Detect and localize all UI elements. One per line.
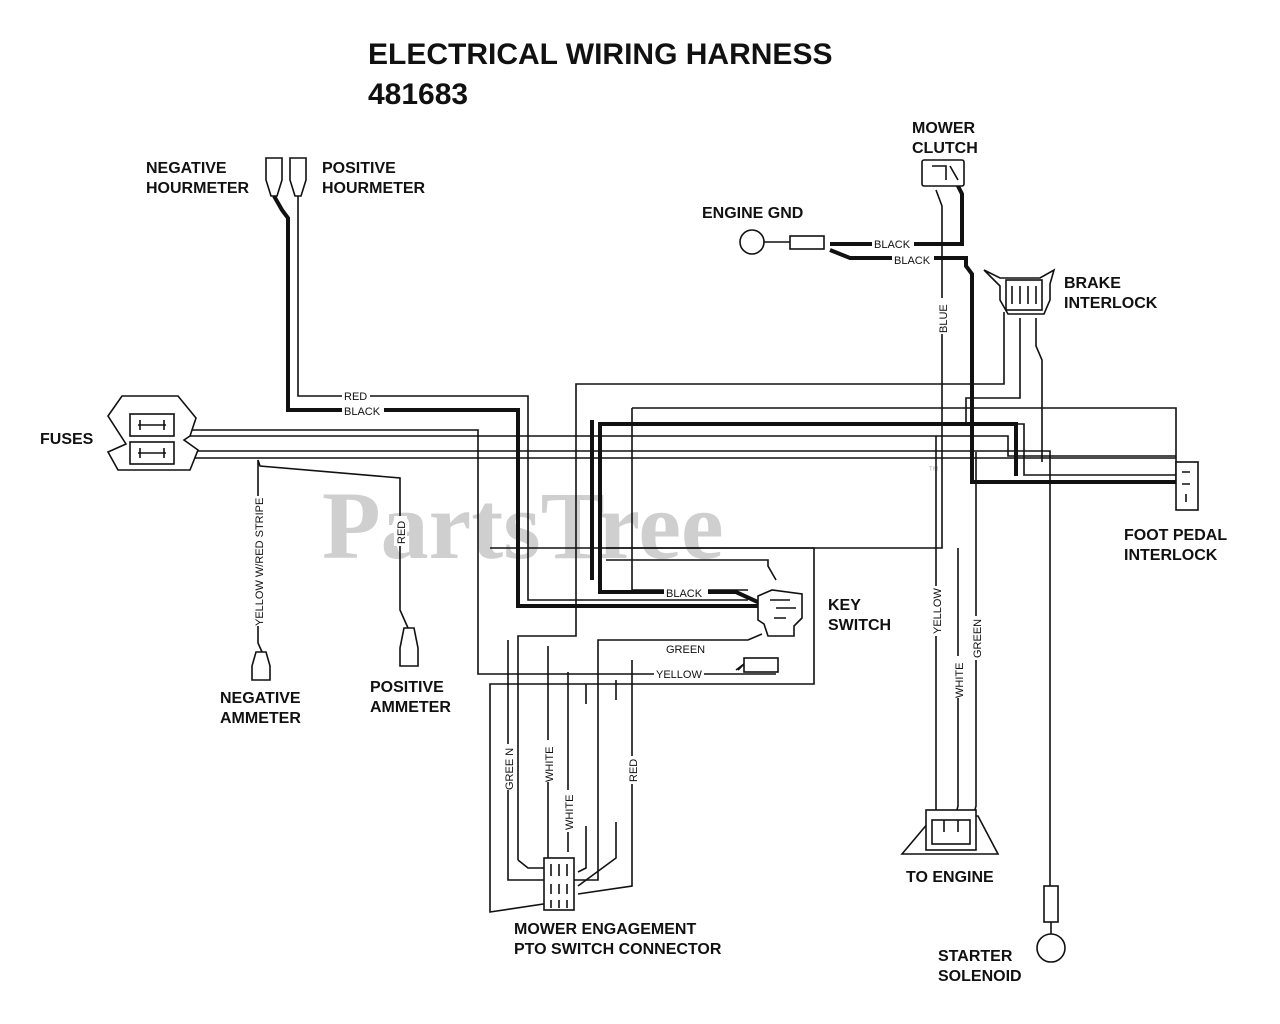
label-engine-yellow: YELLOW bbox=[932, 588, 944, 634]
wire-fuse-4 bbox=[178, 429, 776, 675]
positive-ammeter-label-2: AMMETER bbox=[370, 699, 451, 716]
wire-black-hourmeter bbox=[272, 195, 758, 608]
label-engine-black-1: BLACK bbox=[874, 239, 911, 251]
wires bbox=[174, 177, 1177, 913]
positive-ammeter-label: POSITIVE bbox=[370, 679, 444, 696]
starter-solenoid-label: STARTER bbox=[938, 948, 1013, 965]
diagram-title: ELECTRICAL WIRING HARNESS bbox=[368, 38, 832, 71]
brake-interlock-label-2: INTERLOCK bbox=[1064, 295, 1158, 312]
mower-clutch-connector bbox=[921, 159, 965, 187]
wire-fuse-2 bbox=[175, 450, 1051, 470]
foot-pedal-interlock-label: FOOT PEDAL bbox=[1124, 527, 1227, 544]
label-black-top: BLACK bbox=[344, 406, 381, 418]
label-pto-red: RED bbox=[628, 759, 640, 782]
negative-hourmeter-label-2: HOURMETER bbox=[146, 180, 250, 197]
positive-ammeter-terminal bbox=[399, 627, 419, 667]
pto-switch-connector bbox=[543, 857, 575, 911]
label-engine-black-2: BLACK bbox=[894, 255, 931, 267]
starter-solenoid-label-2: SOLENOID bbox=[938, 968, 1022, 985]
wire-labels: RED BLACK BLACK BLACK BLUE YELLOW W/RED … bbox=[252, 237, 984, 832]
label-engine-green: GREEN bbox=[972, 619, 984, 658]
key-switch-connector bbox=[757, 589, 803, 637]
label-key-yellow: YELLOW bbox=[656, 669, 702, 681]
foot-pedal-interlock-connector bbox=[1175, 461, 1199, 511]
watermark: PartsTree bbox=[322, 472, 724, 579]
label-yellow-red-stripe: YELLOW W/RED STRIPE bbox=[254, 498, 266, 626]
wire-keyswitch-frame bbox=[489, 547, 815, 913]
wire-pto-green bbox=[507, 640, 550, 881]
label-pto-white-1: WHITE bbox=[544, 747, 556, 782]
to-engine-label: TO ENGINE bbox=[906, 869, 994, 886]
key-switch-label-2: SWITCH bbox=[828, 617, 891, 634]
label-blue: BLUE bbox=[938, 304, 950, 333]
wire-keyswitch-top bbox=[606, 559, 777, 581]
wire-brake-right bbox=[1035, 318, 1043, 462]
fuse-holder bbox=[106, 395, 199, 471]
wire-engine-black-thick bbox=[829, 248, 1176, 484]
label-red-ammeter: RED bbox=[396, 521, 408, 544]
mower-clutch-label-2: CLUTCH bbox=[912, 140, 978, 157]
mower-engagement-label: MOWER ENGAGEMENT bbox=[514, 921, 696, 938]
wire-pto-red bbox=[577, 660, 633, 895]
mower-clutch-label: MOWER bbox=[912, 120, 976, 137]
part-number: 481683 bbox=[368, 78, 468, 111]
trademark: ™ bbox=[928, 465, 939, 477]
wire-key-green bbox=[574, 633, 763, 881]
wire-frame-a bbox=[632, 407, 1177, 480]
label-key-green: GREEN bbox=[666, 644, 705, 656]
to-engine-connector bbox=[900, 809, 1000, 855]
wire-pto-loop-left bbox=[517, 859, 548, 869]
negative-ammeter-label-2: AMMETER bbox=[220, 710, 301, 727]
label-engine-white: WHITE bbox=[954, 663, 966, 698]
wire-key-black-loop bbox=[598, 422, 1018, 606]
starter-solenoid-ring bbox=[1036, 885, 1066, 963]
wire-red-hourmeter bbox=[297, 196, 748, 601]
negative-ammeter-label: NEGATIVE bbox=[220, 690, 301, 707]
wire-brake-left bbox=[517, 312, 1005, 860]
foot-pedal-interlock-label-2: INTERLOCK bbox=[1124, 547, 1218, 564]
fuses-label: FUSES bbox=[40, 431, 94, 448]
wire-red-ammeter bbox=[257, 459, 409, 629]
positive-hourmeter-label-2: HOURMETER bbox=[322, 180, 426, 197]
label-pto-white-2: WHITE bbox=[564, 795, 576, 830]
engine-gnd-label: ENGINE GND bbox=[702, 205, 803, 222]
key-switch-label: KEY bbox=[828, 597, 861, 614]
negative-hourmeter-label: NEGATIVE bbox=[146, 160, 227, 177]
positive-hourmeter-label: POSITIVE bbox=[322, 160, 396, 177]
engine-gnd-ring bbox=[739, 229, 825, 255]
wire-engine-yellow bbox=[917, 436, 937, 853]
brake-interlock-connector bbox=[983, 268, 1056, 315]
label-pto-green: GREE N bbox=[504, 748, 516, 790]
negative-ammeter-terminal bbox=[251, 651, 271, 681]
brake-interlock-label: BRAKE bbox=[1064, 275, 1121, 292]
label-key-black: BLACK bbox=[666, 588, 703, 600]
hourmeter-terminals bbox=[265, 157, 307, 197]
mower-engagement-label-2: PTO SWITCH CONNECTOR bbox=[514, 941, 722, 958]
yellow-spade-terminal bbox=[735, 657, 779, 673]
label-red-top: RED bbox=[344, 391, 367, 403]
